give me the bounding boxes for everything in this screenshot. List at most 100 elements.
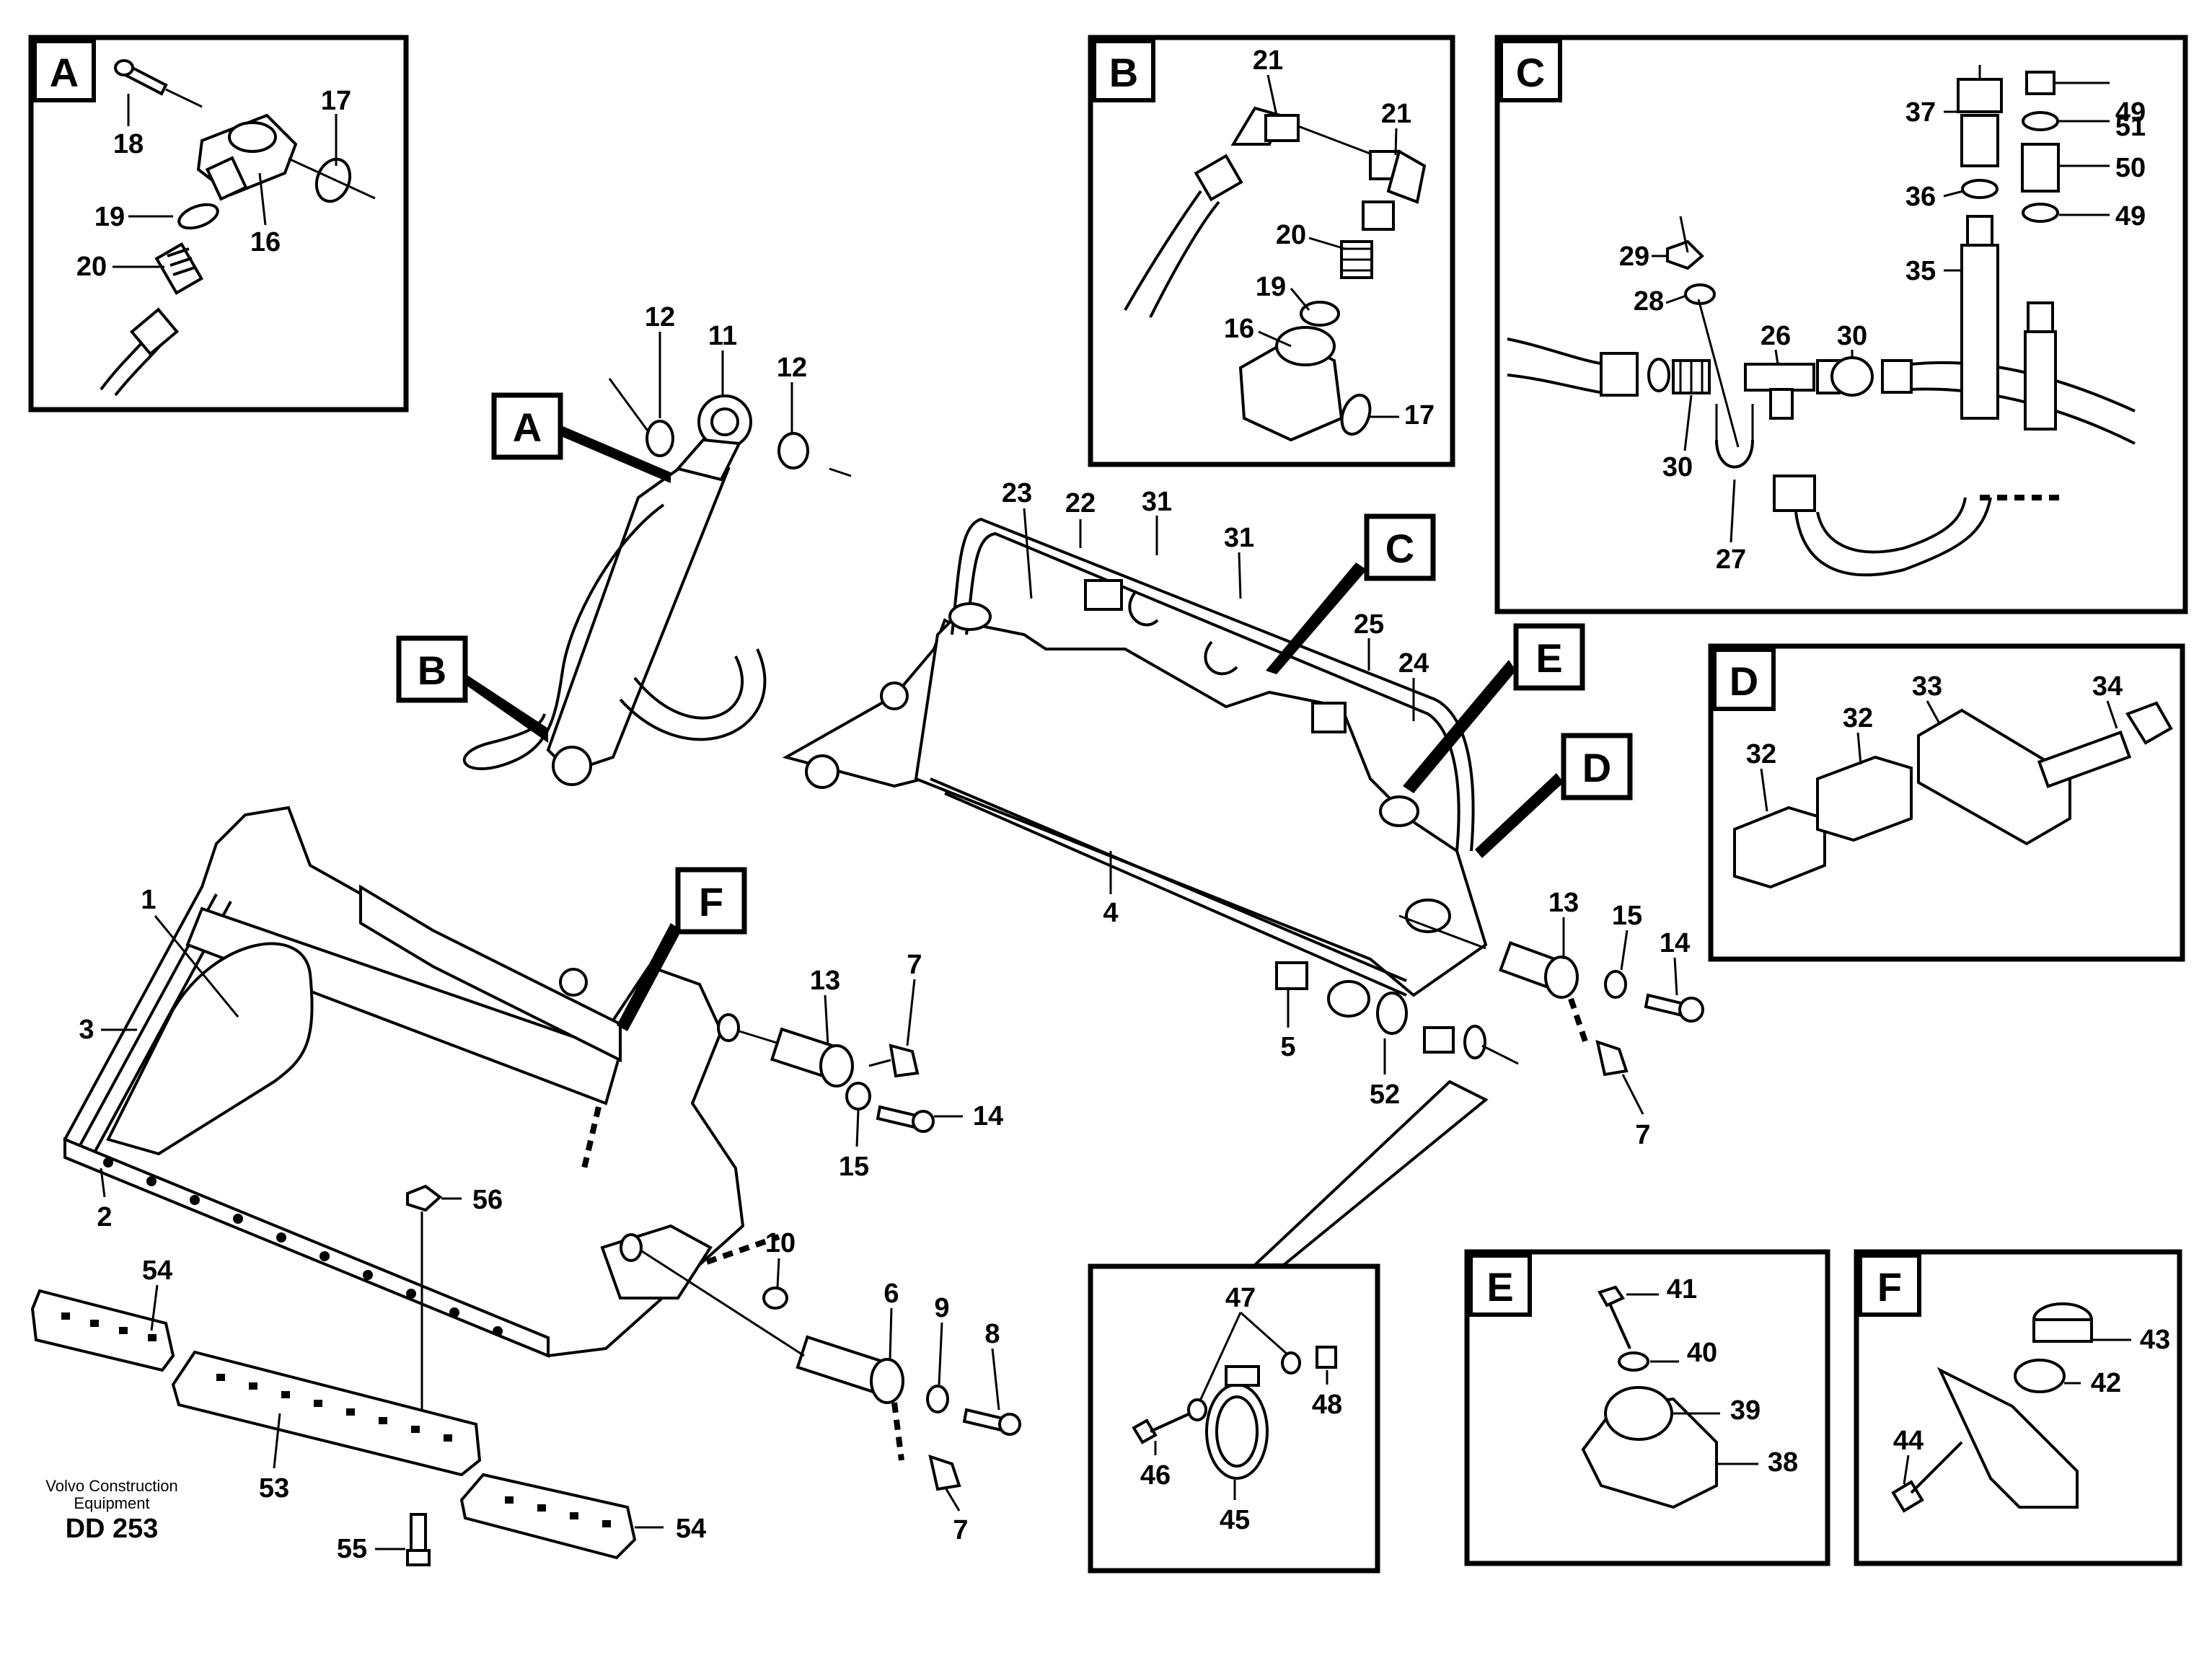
part-label-46: 46 — [1140, 1460, 1171, 1491]
part-label-15-left: 15 — [839, 1152, 869, 1182]
part-label-29: 29 — [1619, 242, 1649, 272]
part-label-7-right: 7 — [1635, 1120, 1650, 1150]
detail-box-pin: 47 48 46 45 — [1088, 1080, 1489, 1574]
part-label-3: 3 — [79, 1015, 94, 1045]
detail-box-f: F 43 42 44 — [1854, 1249, 2182, 1566]
part-label-42: 42 — [2091, 1368, 2121, 1398]
part-label-31-2: 31 — [1224, 523, 1254, 553]
part-label-47: 47 — [1225, 1283, 1256, 1313]
part-label-51: 51 — [2115, 112, 2146, 142]
part-label-27: 27 — [1716, 544, 1746, 575]
part-label-56: 56 — [472, 1185, 503, 1215]
part-label-31-1: 31 — [1142, 487, 1172, 517]
part-label-5: 5 — [1280, 1032, 1295, 1062]
part-label-49-c1: 49 — [2115, 97, 2146, 128]
part-label-22: 22 — [1065, 488, 1096, 519]
part-label-20-b: 20 — [1276, 220, 1306, 250]
part-label-44: 44 — [1893, 1426, 1924, 1456]
part-label-30-c2: 30 — [1662, 452, 1693, 482]
hydraulic-cylinder: 12 11 12 A B — [396, 302, 852, 786]
part-label-35: 35 — [1905, 256, 1936, 286]
part-label-14-right: 14 — [1660, 928, 1690, 958]
callout-e: E — [1535, 635, 1562, 681]
part-label-10: 10 — [765, 1228, 796, 1258]
callout-c: C — [1385, 526, 1414, 571]
part-label-4: 4 — [1103, 898, 1118, 928]
part-label-50: 50 — [2115, 153, 2146, 183]
part-label-1: 1 — [141, 885, 156, 915]
part-label-17-b: 17 — [1404, 400, 1435, 431]
part-label-33: 33 — [1912, 671, 1942, 702]
part-label-30-c1: 30 — [1837, 321, 1867, 351]
part-label-8: 8 — [984, 1319, 1000, 1349]
part-label-12-cyl1: 12 — [645, 302, 675, 332]
bucket: 1 3 2 13 7 14 15 56 10 6 9 8 7 F — [63, 806, 1021, 1545]
part-label-21-b1: 21 — [1253, 45, 1283, 76]
part-label-18: 18 — [113, 129, 144, 159]
part-label-16-a: 16 — [250, 227, 281, 257]
part-label-20-a: 20 — [76, 252, 107, 282]
callout-b: B — [418, 648, 446, 693]
wear-plate-holes — [61, 1312, 611, 1527]
detail-box-d: D 32 32 33 34 — [1708, 643, 2185, 962]
detail-box-d-label: D — [1729, 658, 1758, 704]
part-label-13-left: 13 — [810, 966, 840, 996]
part-label-41: 41 — [1667, 1274, 1697, 1305]
part-label-28: 28 — [1634, 286, 1664, 317]
part-label-25: 25 — [1354, 609, 1384, 640]
footer-maker-2: Equipment — [74, 1494, 149, 1512]
part-label-34: 34 — [2092, 671, 2123, 702]
part-label-39: 39 — [1730, 1395, 1761, 1426]
detail-box-b-label: B — [1109, 50, 1138, 95]
part-label-19-b: 19 — [1256, 272, 1286, 302]
part-label-32-d2: 32 — [1843, 703, 1873, 733]
part-label-15-right: 15 — [1612, 901, 1642, 931]
footer-maker: Volvo Construction — [45, 1477, 177, 1495]
part-label-49-c2: 49 — [2115, 201, 2146, 231]
detail-box-c-label: C — [1516, 50, 1545, 95]
part-label-11: 11 — [708, 321, 737, 351]
part-label-40: 40 — [1687, 1338, 1717, 1368]
part-label-7-left1: 7 — [907, 950, 922, 980]
detail-box-a: A 17 18 19 16 20 — [28, 35, 409, 412]
detail-box-e: E 41 40 39 38 — [1464, 1249, 1830, 1566]
part-label-36: 36 — [1905, 182, 1936, 212]
footer: Volvo Construction Equipment DD 253 — [45, 1477, 177, 1544]
cutting-edge-holes — [103, 1157, 503, 1336]
part-label-48: 48 — [1312, 1390, 1342, 1420]
part-label-21-b2: 21 — [1381, 99, 1411, 129]
part-label-54-2: 54 — [676, 1514, 706, 1544]
detail-box-e-label: E — [1486, 1264, 1513, 1310]
part-label-43: 43 — [2140, 1325, 2170, 1355]
part-label-6: 6 — [884, 1279, 899, 1309]
part-label-13-right: 13 — [1548, 888, 1579, 918]
callout-a: A — [513, 405, 542, 450]
part-label-12-cyl2: 12 — [777, 353, 807, 383]
part-label-53: 53 — [259, 1473, 289, 1504]
wear-plates: 54 53 54 55 — [30, 1256, 706, 1566]
part-label-37: 37 — [1905, 97, 1936, 128]
part-label-7-left2: 7 — [953, 1515, 968, 1545]
part-label-55: 55 — [337, 1534, 367, 1564]
bucket-frame: 23 22 31 31 25 24 4 5 52 13 15 14 7 C E … — [782, 478, 1704, 1150]
part-label-24: 24 — [1398, 648, 1429, 679]
part-label-38: 38 — [1768, 1447, 1798, 1478]
callout-f: F — [699, 879, 723, 925]
footer-code: DD 253 — [66, 1514, 159, 1544]
part-label-2: 2 — [97, 1202, 112, 1232]
part-label-14-left: 14 — [973, 1101, 1003, 1131]
part-label-23: 23 — [1002, 478, 1032, 508]
callout-d: D — [1582, 745, 1611, 790]
part-label-19-a: 19 — [94, 202, 125, 232]
part-label-52: 52 — [1370, 1080, 1400, 1110]
part-label-26: 26 — [1761, 321, 1791, 351]
detail-box-f-label: F — [1877, 1264, 1902, 1310]
part-label-17-a: 17 — [321, 86, 351, 116]
part-label-9: 9 — [934, 1293, 949, 1323]
part-label-45: 45 — [1220, 1505, 1250, 1535]
part-label-54-1: 54 — [142, 1256, 172, 1286]
part-label-32-d1: 32 — [1746, 739, 1776, 769]
detail-box-b: B 21 21 20 19 16 17 — [1088, 35, 1455, 467]
part-label-16-b: 16 — [1224, 314, 1254, 344]
